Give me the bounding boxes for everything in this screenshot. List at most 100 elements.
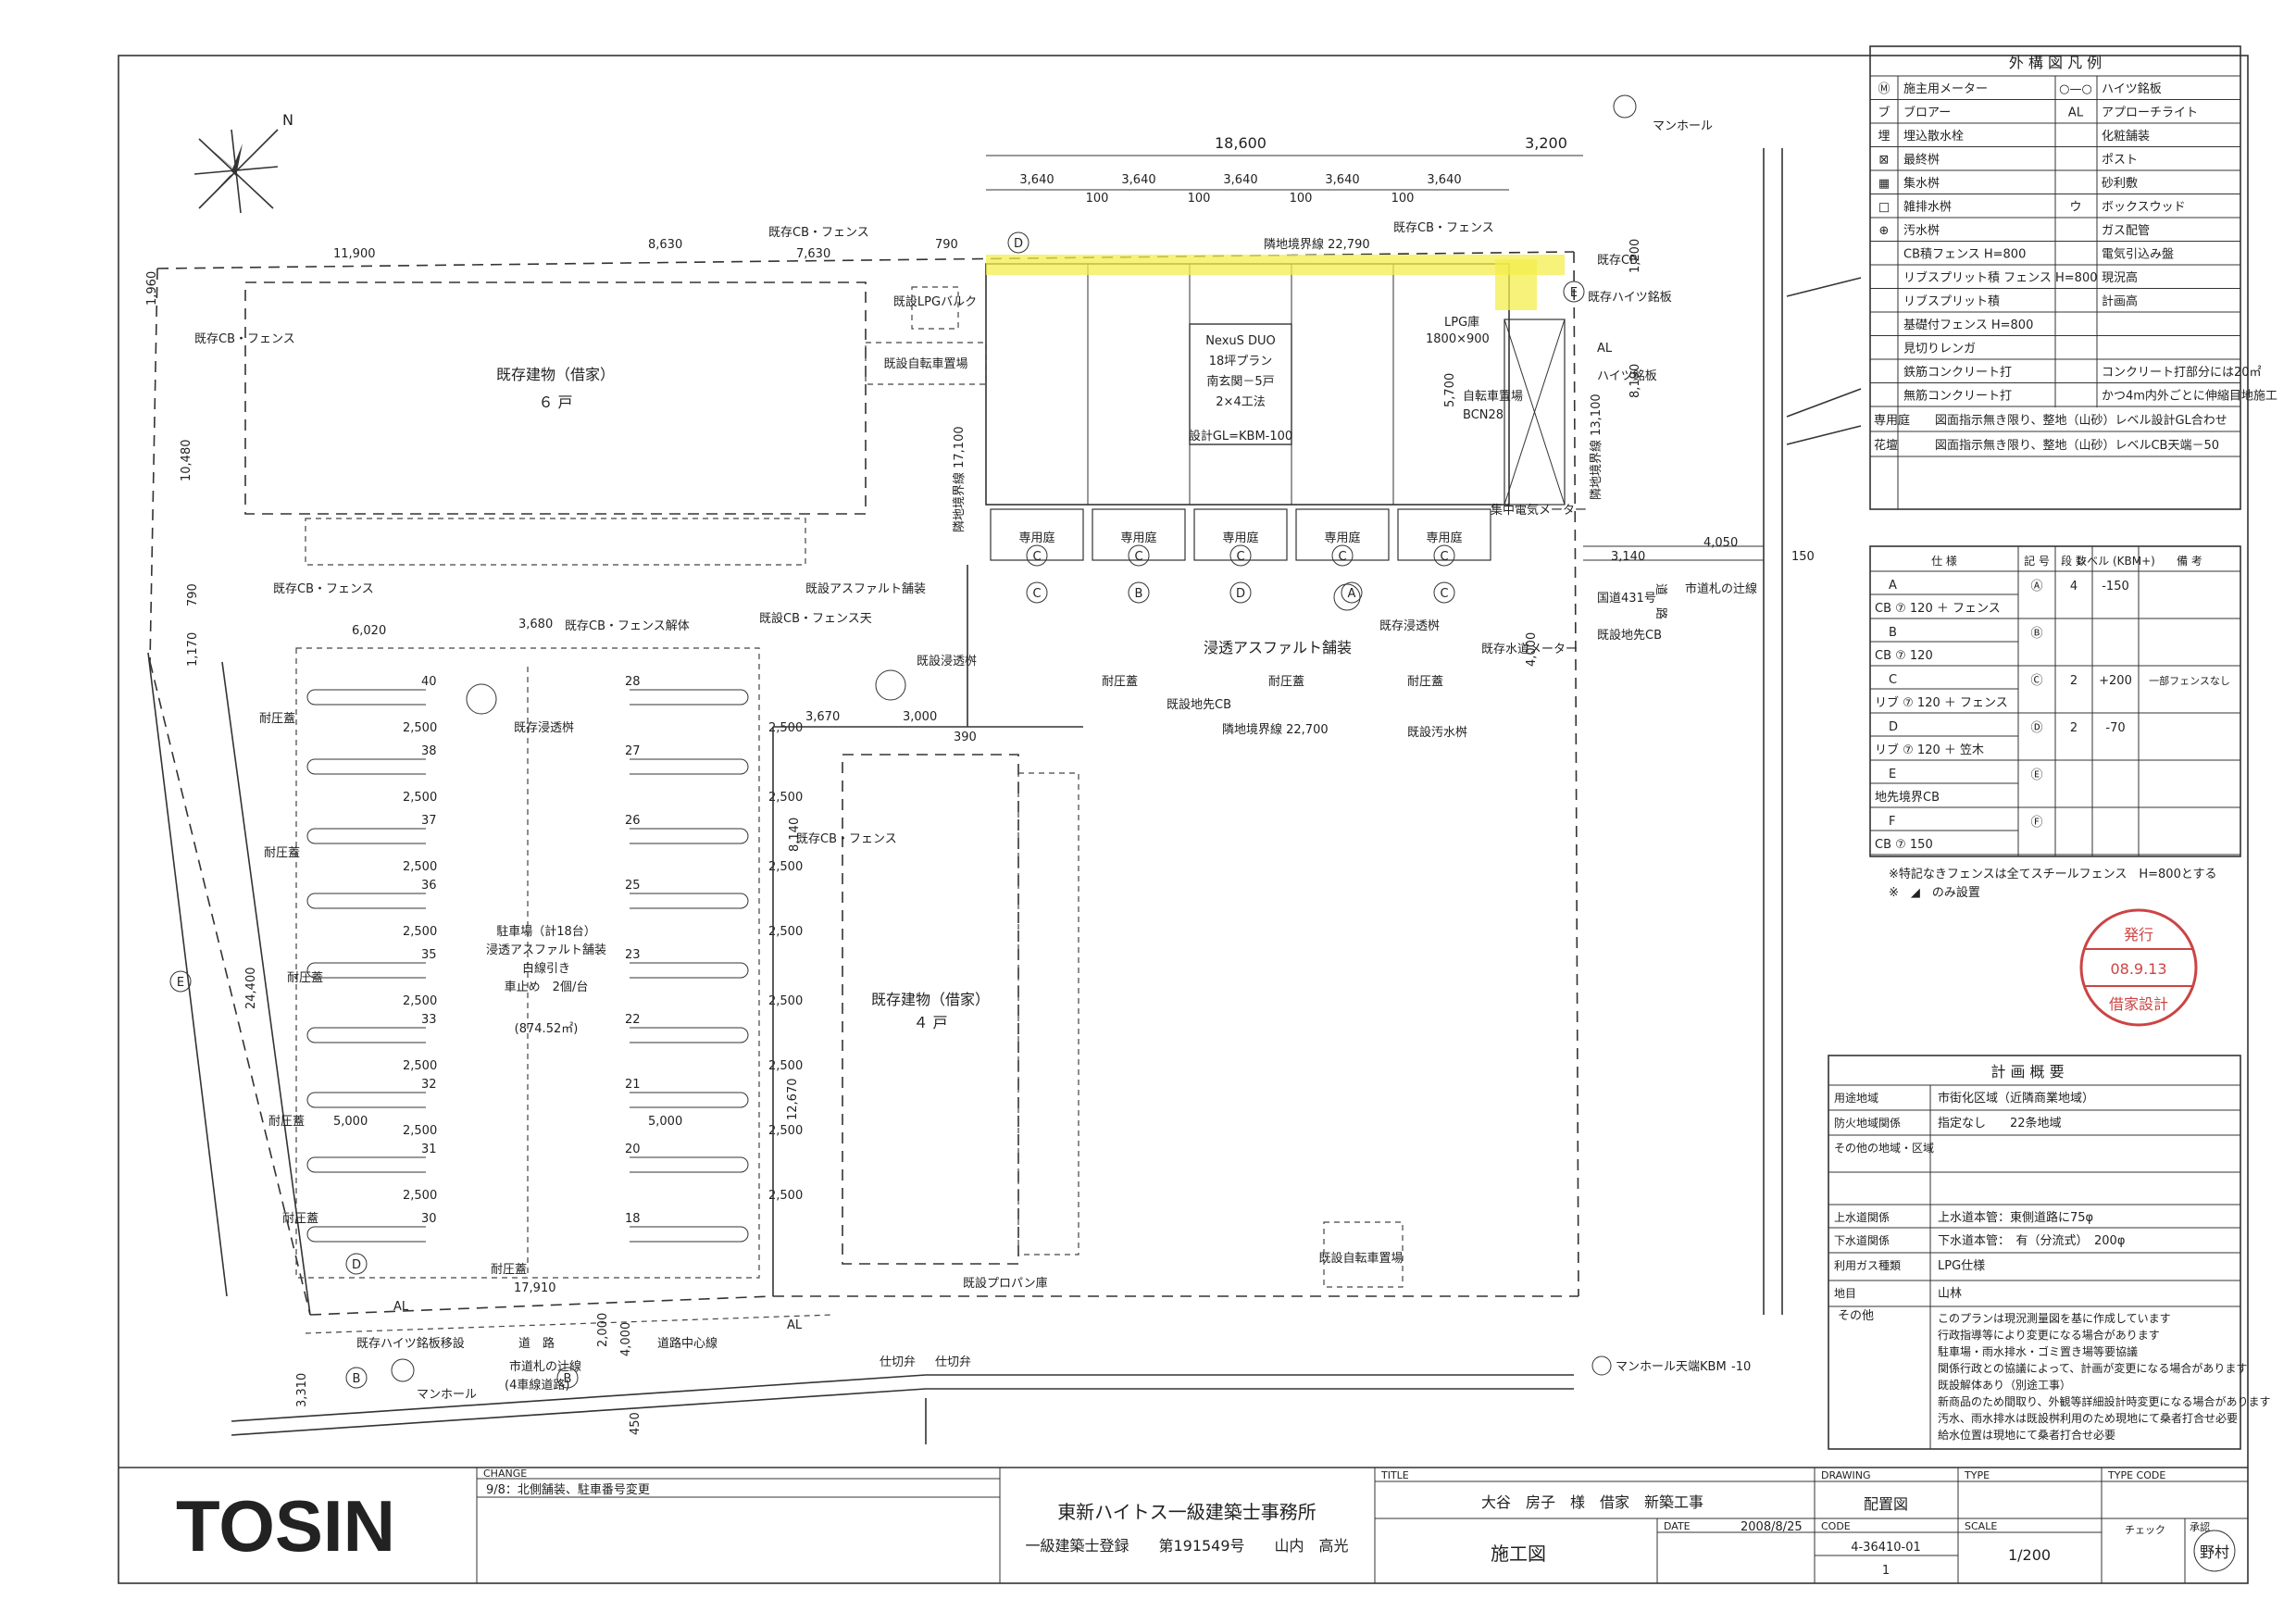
callout-circle bbox=[1128, 544, 1150, 567]
legend-item: 計画高 bbox=[2102, 294, 2138, 309]
callout-label: A bbox=[1348, 587, 1356, 601]
parking-stall bbox=[306, 1156, 426, 1173]
legend-item: 砂利敷 bbox=[2102, 177, 2138, 191]
lpg-and-bike-east: LPG庫 1800×900 自転車置場 BCN28 bbox=[1426, 316, 1566, 506]
spec-symbol: Ⓐ bbox=[2030, 580, 2042, 593]
parking-spacing-label: 2,500 bbox=[403, 925, 437, 939]
svg-text:100: 100 bbox=[1290, 192, 1313, 206]
svg-text:既存CB: 既存CB bbox=[1597, 254, 1638, 268]
callout-circle bbox=[345, 1253, 368, 1275]
parking-number-left: 35 bbox=[421, 948, 437, 962]
summary-value: 下水道本管： 有（分流式） 200φ bbox=[1938, 1234, 2125, 1248]
callout-circle bbox=[556, 1367, 579, 1389]
right-road bbox=[1583, 148, 1862, 1315]
callout-circle bbox=[1026, 544, 1048, 567]
spec-description: リブ ⑦ 120 ＋ 笠木 bbox=[1875, 743, 1984, 757]
parking-stall bbox=[306, 1092, 426, 1108]
svg-text:24,400: 24,400 bbox=[244, 968, 258, 1010]
legend-item: 施主用メーター bbox=[1903, 82, 1988, 96]
parking-stall bbox=[630, 893, 749, 909]
callout-circle bbox=[1433, 581, 1455, 604]
svg-text:既設地先CB: 既設地先CB bbox=[1597, 628, 1662, 643]
svg-text:道 路: 道 路 bbox=[1653, 583, 1668, 619]
svg-text:既存ハイツ銘板: 既存ハイツ銘板 bbox=[1588, 291, 1672, 305]
highlight-corner bbox=[1495, 259, 1537, 310]
new-building-plan: 18坪プラン bbox=[1209, 355, 1273, 369]
parking-spacing-label: 2,500 bbox=[768, 1189, 803, 1203]
callout-circle bbox=[1331, 544, 1354, 567]
svg-text:耐圧蓋: 耐圧蓋 bbox=[1102, 675, 1138, 689]
summary-value: 市街化区域（近隣商業地域） bbox=[1938, 1091, 2094, 1106]
legend-item: 見切りレンガ bbox=[1903, 343, 1976, 356]
existing-lpg-bulk: 既設LPGバルク bbox=[893, 286, 977, 330]
callout-circle bbox=[1026, 581, 1048, 604]
summary-note: 給水位置は現地にて桑者打合せ必要 bbox=[1938, 1428, 2115, 1442]
spec-code: A bbox=[1889, 579, 1897, 593]
svg-text:既存CB・フェンス: 既存CB・フェンス bbox=[273, 582, 374, 596]
garden-label: 専用庭 bbox=[1874, 413, 1910, 428]
svg-text:既設浸透桝: 既設浸透桝 bbox=[917, 654, 977, 668]
new-bike-model: BCN28 bbox=[1463, 408, 1504, 422]
callout-label: E bbox=[1570, 286, 1578, 300]
summary-label: 利用ガス種類 bbox=[1834, 1259, 1901, 1272]
svg-text:耐圧蓋: 耐圧蓋 bbox=[1268, 675, 1304, 689]
callout-label: B bbox=[1135, 587, 1143, 601]
svg-text:4,000: 4,000 bbox=[1525, 632, 1539, 667]
legend-item: CB積フェンス H=800 bbox=[1903, 248, 2026, 262]
svg-text:国道431号: 国道431号 bbox=[1597, 592, 1656, 606]
spec-count: 2 bbox=[2070, 674, 2078, 688]
parking-number-right: 22 bbox=[625, 1013, 641, 1027]
seepage-asphalt-label: 浸透アスファルト舗装 bbox=[1204, 639, 1352, 656]
legend-symbol: ⊕ bbox=[1879, 224, 1890, 238]
spec-symbol: Ⓔ bbox=[2030, 768, 2042, 782]
svg-text:TITLE: TITLE bbox=[1380, 1469, 1409, 1481]
new-building-model: NexuS DUO bbox=[1205, 334, 1276, 348]
svg-text:3,670: 3,670 bbox=[805, 710, 840, 724]
legend-symbol: ブ bbox=[1878, 106, 1890, 120]
parking-lot: 駐車場（計18台） 浸透アスファルト舗装 白線引き 車止め 2個/台 (874.… bbox=[295, 647, 760, 1279]
parking-stoppers: 車止め 2個/台 bbox=[505, 981, 589, 994]
parking-number-right: 23 bbox=[625, 948, 641, 962]
parking-number-left: 38 bbox=[421, 744, 437, 758]
svg-text:3,640: 3,640 bbox=[1427, 173, 1461, 187]
callout-label: C bbox=[1440, 550, 1448, 564]
svg-text:マンホール: マンホール bbox=[417, 1388, 477, 1402]
legend-title: 外 構 図 凡 例 bbox=[2009, 54, 2102, 71]
parking-number-right: 27 bbox=[625, 744, 641, 758]
svg-text:承認: 承認 bbox=[2190, 1520, 2210, 1533]
spec-level: -150 bbox=[2102, 580, 2129, 593]
legend-item: 雑排水桝 bbox=[1903, 200, 1952, 215]
svg-text:耐圧蓋: 耐圧蓋 bbox=[264, 846, 300, 860]
svg-text:3,640: 3,640 bbox=[1223, 173, 1257, 187]
svg-text:既設自転車置場: 既設自転車置場 bbox=[1318, 1251, 1403, 1266]
parking-number-left: 30 bbox=[421, 1212, 437, 1226]
svg-text:2,000: 2,000 bbox=[596, 1313, 610, 1347]
parking-stall bbox=[630, 758, 749, 775]
drawing-name: 配置図 bbox=[1864, 1495, 1908, 1513]
parking-stall bbox=[306, 962, 426, 979]
svg-text:1,200: 1,200 bbox=[1628, 239, 1642, 273]
svg-text:AL: AL bbox=[393, 1300, 409, 1314]
svg-text:390: 390 bbox=[954, 731, 977, 744]
spec-note-1: ※特記なきフェンスは全てスチールフェンス H=800とする bbox=[1889, 867, 2216, 881]
svg-text:専用庭: 専用庭 bbox=[1120, 531, 1156, 545]
parking-number-right: 20 bbox=[625, 1143, 641, 1156]
spec-level: -70 bbox=[2105, 721, 2125, 735]
spec-code: F bbox=[1889, 815, 1895, 829]
issue-stamp: 発行 08.9.13 借家設計 bbox=[2079, 908, 2198, 1027]
callout-label: D bbox=[1236, 587, 1245, 601]
parking-number-left: 40 bbox=[421, 675, 437, 689]
existing-building-b-units: ４ 戸 bbox=[913, 1014, 947, 1031]
svg-text:8,140: 8,140 bbox=[788, 818, 802, 852]
svg-text:市道札の辻線: 市道札の辻線 bbox=[509, 1359, 581, 1374]
highlight-north-fence bbox=[986, 255, 1565, 275]
spec-symbol: Ⓒ bbox=[2030, 674, 2042, 688]
garden-text: 図面指示無き限り、整地（山砂）レベルCB天端－50 bbox=[1935, 439, 2219, 453]
svg-text:隣地境界線 13,100: 隣地境界線 13,100 bbox=[1589, 394, 1603, 500]
callout-label: C bbox=[1440, 587, 1448, 601]
svg-text:TYPE: TYPE bbox=[1964, 1469, 1990, 1481]
